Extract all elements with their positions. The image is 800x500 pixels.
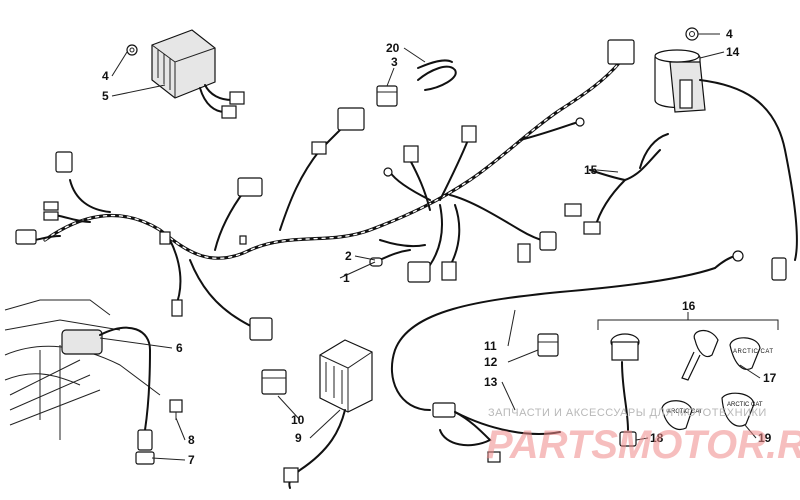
- relay-3: [376, 85, 398, 107]
- callout-16: 16: [682, 299, 696, 313]
- callout-19: 19: [758, 431, 772, 445]
- callout-10: 10: [291, 413, 305, 427]
- callout-4-left: 4: [102, 69, 109, 83]
- callout-9: 9: [295, 431, 302, 445]
- key-brand-text-19: ARCTIC CAT: [727, 402, 763, 408]
- watermark-site: PARTSMOTOR.RU: [486, 423, 800, 467]
- callout-labels: 1 2 3 4 4 5 6 7 8 9 10 11 12 13 14 15 16…: [102, 27, 777, 467]
- callout-6: 6: [176, 341, 183, 355]
- callout-2: 2: [345, 249, 352, 263]
- cable-clamp: [417, 59, 457, 91]
- callout-4-right: 4: [726, 27, 733, 41]
- callout-1: 1: [343, 271, 350, 285]
- engine-section: [4, 299, 183, 465]
- relay-12: [537, 333, 559, 357]
- main-wiring-harness: [34, 60, 622, 333]
- callout-14: 14: [726, 45, 740, 59]
- cdi-unit: [283, 339, 373, 489]
- watermark: ЗАПЧАСТИ И АКСЕССУАРЫ ДЛЯ МОТОТЕХНИКИ PA…: [486, 407, 800, 467]
- wire-assembly-15: [564, 133, 669, 235]
- leader-lines: [99, 33, 761, 461]
- relay-10: [261, 369, 287, 395]
- watermark-tagline: ЗАПЧАСТИ И АКСЕССУАРЫ ДЛЯ МОТОТЕХНИКИ: [488, 407, 767, 419]
- ground-terminal: [369, 249, 411, 267]
- voltage-regulator: [126, 29, 245, 119]
- callout-11: 11: [484, 339, 497, 353]
- callout-8: 8: [188, 433, 195, 447]
- callout-20: 20: [386, 41, 400, 55]
- callout-7: 7: [188, 453, 195, 467]
- ground-cable: [390, 250, 744, 463]
- callout-5: 5: [102, 89, 109, 103]
- callout-17: 17: [763, 371, 777, 385]
- callout-13: 13: [484, 375, 498, 389]
- callout-3: 3: [391, 55, 398, 69]
- callout-18: 18: [650, 431, 664, 445]
- harness-connectors: [15, 39, 635, 341]
- callout-15: 15: [584, 163, 598, 177]
- key-switch-set: ARCTIC CAT ARCTIC CAT ARCTIC CAT: [597, 312, 779, 447]
- svg-text:ARCTIC CAT: ARCTIC CAT: [733, 349, 774, 355]
- key-brand-text-18: ARCTIC CAT: [667, 409, 703, 415]
- ignition-coil: [654, 27, 798, 281]
- callout-12: 12: [484, 355, 498, 369]
